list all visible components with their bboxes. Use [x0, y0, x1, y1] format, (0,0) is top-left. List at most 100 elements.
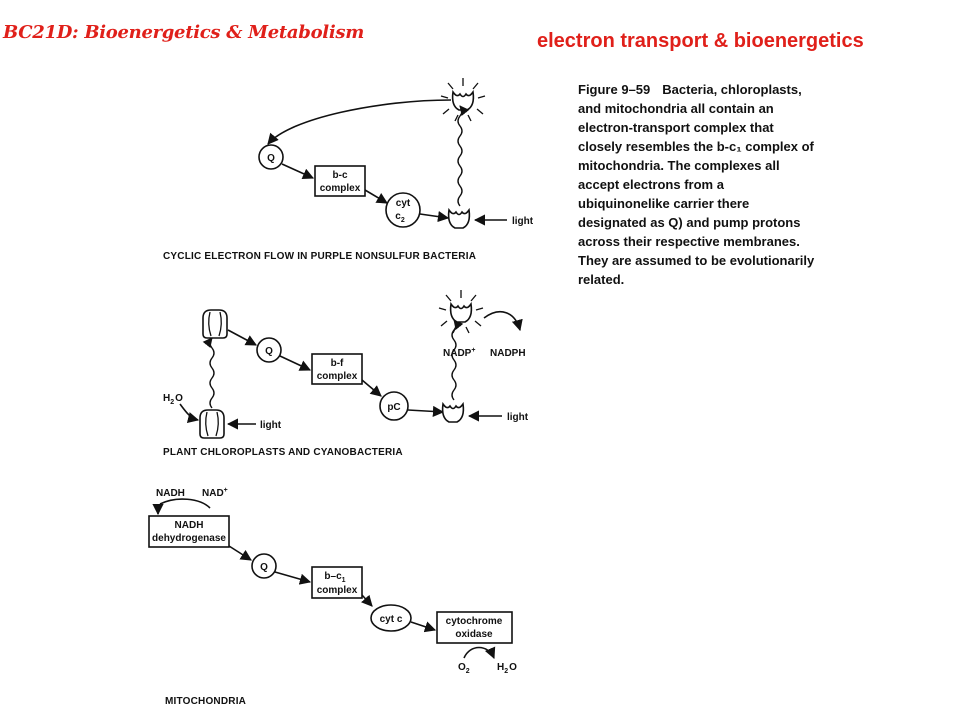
plastocyanin-node [379, 391, 409, 421]
water-h: H [163, 393, 170, 404]
caption-line-8: designated as Q) and pump protons [578, 215, 801, 230]
arrow-dehydrogenase-to-q [228, 545, 252, 561]
nadp-reduction-arrow [483, 310, 523, 332]
cyt-c2-subscript: 2 [401, 217, 405, 224]
light-label-psi: light [507, 412, 529, 423]
arrow-bc1-to-cytc [361, 594, 373, 607]
caption-line-9: across their respective membranes. [578, 234, 800, 249]
arrow-bc-to-cyt [364, 189, 388, 204]
bf-complex-label-1: b-f [331, 358, 344, 369]
arrow-psii-to-q [227, 329, 257, 346]
panel-bacteria: Q b-c complex cyt c2 light CYCLIC ELECTR… [163, 77, 534, 262]
arrow-cytc-to-oxidase [410, 621, 437, 633]
psi-excitation-squiggle [451, 319, 464, 401]
cyt-c2-letter: c [395, 211, 401, 222]
nadp-superscript: + [471, 347, 475, 354]
oxygen-reduction-arrow [463, 646, 496, 660]
water-product-h: H [497, 662, 504, 673]
light-label-psii: light [260, 420, 282, 431]
bacteria-panel-title: CYCLIC ELECTRON FLOW IN PURPLE NONSULFUR… [163, 251, 476, 262]
water-o: O [175, 393, 183, 404]
quinone-node [258, 144, 284, 170]
nadp-text: NADP [443, 348, 472, 359]
cyt-c2-label-2: c2 [395, 211, 405, 224]
bc-complex-label-2: complex [320, 183, 361, 194]
psii-excitation-squiggle [202, 337, 215, 409]
bc1-complex-label-2: complex [317, 585, 358, 596]
arrow-pc-to-psi [407, 405, 445, 418]
arrow-q-to-bc1 [274, 571, 312, 585]
cyclic-return-arrow [267, 99, 452, 145]
arrow-q-to-bc [281, 163, 315, 179]
bc1-subscript: 1 [342, 577, 346, 584]
plastocyanin-label: pC [387, 402, 400, 413]
caption-line-6: accept electrons from a [578, 177, 724, 192]
reaction-center-icon [447, 209, 471, 229]
cyt-c2-label-1: cyt [396, 198, 411, 209]
arrow-q-to-bf [279, 355, 312, 371]
cyt-c2-node [385, 192, 421, 228]
caption-line-5: mitochondria. The complexes all [578, 158, 780, 173]
chloroplast-panel-title: PLANT CHLOROPLASTS AND CYANOBACTERIA [163, 447, 403, 458]
cytochrome-oxidase-label-1: cytochrome [446, 616, 503, 627]
cytochrome-oxidase-box [436, 611, 513, 644]
nadh-dehydrogenase-box [148, 515, 230, 548]
cytochrome-c-label: cyt c [380, 614, 403, 625]
nad-label: NAD+ [202, 487, 228, 499]
bc1-complex-box [311, 566, 363, 599]
caption-line-7: ubiquinonelike carrier there [578, 196, 750, 211]
nad-text: NAD [202, 488, 224, 499]
photosystem-ii-excited-icon [202, 309, 228, 339]
water-subscript: 2 [170, 399, 174, 406]
quinone-label: Q [267, 153, 275, 164]
oxygen-label: O2 [458, 662, 470, 675]
quinone-label-2: Q [265, 346, 273, 357]
cytochrome-oxidase-label-2: oxidase [455, 629, 493, 640]
oxygen-subscript: 2 [466, 668, 470, 675]
bf-complex-box [311, 353, 363, 385]
bf-complex-label-2: complex [317, 371, 358, 382]
caption-line-3: electron-transport complex that [578, 120, 774, 135]
quinone-node-2 [256, 337, 282, 363]
figure-label: Figure 9–59 [578, 82, 651, 97]
caption-text-1: Bacteria, chloroplasts, [662, 82, 802, 97]
cytochrome-c-node [370, 604, 412, 632]
nadh-dehydrogenase-label-2: dehydrogenase [152, 533, 226, 544]
water-arrow [179, 403, 200, 423]
nad-superscript: + [224, 487, 228, 494]
quinone-node-3 [251, 553, 277, 579]
water-label: H2O [163, 393, 183, 406]
bc-complex-box [314, 165, 366, 197]
caption-line-10: They are assumed to be evolutionarily [578, 253, 815, 268]
nadh-label: NADH [156, 488, 185, 499]
bc1-text: b–c [324, 571, 342, 582]
caption-line-4: closely resembles the b-c₁ complex of [578, 139, 814, 154]
panel-chloroplast: Q b-f complex pC NADP+ NADPH light H2O l… [163, 289, 529, 458]
excitation-squiggle [457, 105, 470, 207]
photosystem-i-icon [441, 403, 465, 423]
figure-caption: Figure 9–59 Bacteria, chloroplasts, and m… [578, 80, 878, 289]
nadh-dehydrogenase-label-1: NADH [175, 520, 204, 531]
bc-complex-label-1: b-c [333, 170, 348, 181]
photosystem-i-excited-icon [438, 289, 484, 334]
mitochondria-panel-title: MITOCHONDRIA [165, 696, 246, 707]
nadph-label: NADPH [490, 348, 526, 359]
caption-line-11: related. [578, 272, 625, 287]
nadh-oxidation-curve [159, 498, 211, 509]
panel-mitochondria: NADH NAD+ NADH dehydrogenase Q b–c1 comp… [148, 487, 517, 707]
caption-line-1: Figure 9–59 Bacteria, chloroplasts, [578, 80, 878, 99]
quinone-label-3: Q [260, 562, 268, 573]
topic-title: electron transport & bioenergetics [537, 30, 864, 52]
nadp-label: NADP+ [443, 347, 475, 359]
arrow-bf-to-pc [361, 379, 382, 397]
water-product-label: H2O [497, 662, 517, 675]
water-product-o: O [509, 662, 517, 673]
water-product-subscript: 2 [504, 668, 508, 675]
oxygen-o: O [458, 662, 466, 673]
caption-line-2: and mitochondria all contain an [578, 101, 774, 116]
arrow-cyt-to-rc [419, 211, 450, 223]
course-title: BC21D: Bioenergetics & Metabolism [3, 22, 364, 43]
photosystem-ii-icon [199, 409, 225, 439]
bc1-complex-label-1: b–c1 [324, 571, 345, 584]
